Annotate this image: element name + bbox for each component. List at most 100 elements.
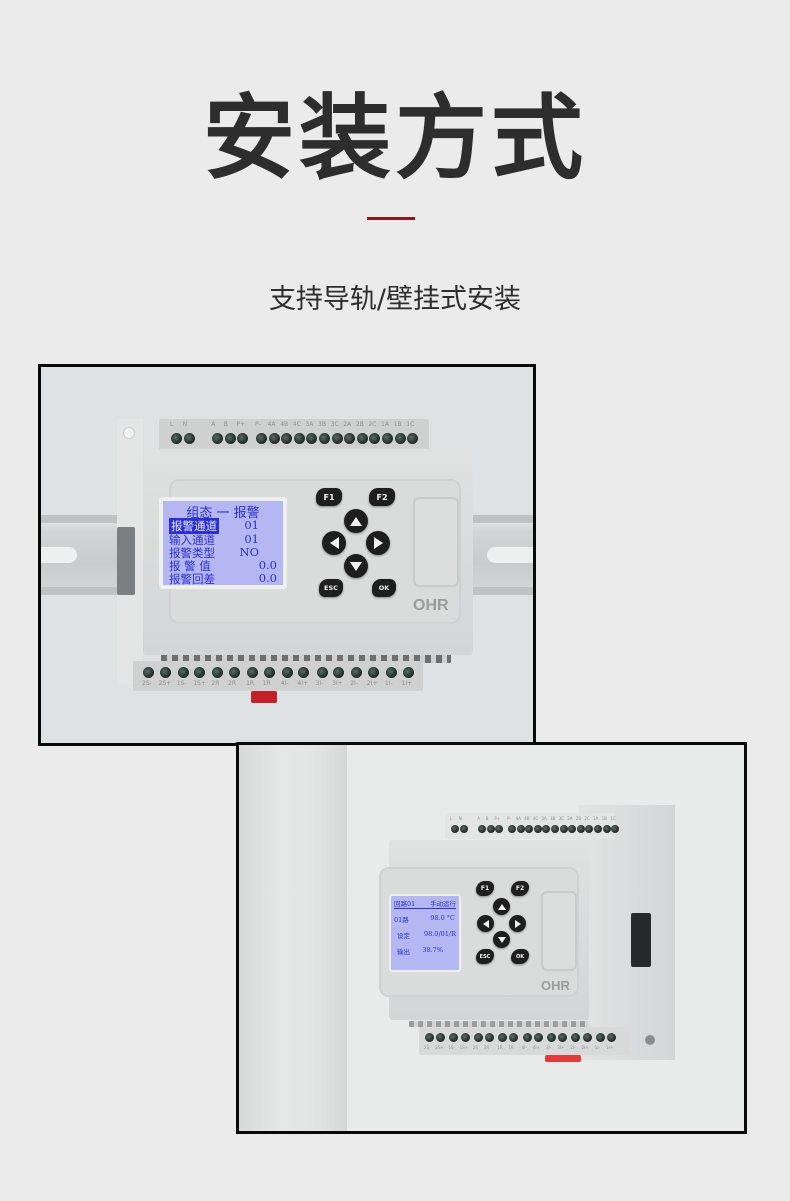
terminal-screw bbox=[306, 433, 318, 444]
din-latch bbox=[251, 691, 277, 703]
terminal-label: 2R bbox=[211, 680, 220, 687]
terminal-label: 2S- bbox=[424, 1045, 431, 1050]
terminal-screw bbox=[533, 1033, 543, 1042]
terminal-screw bbox=[495, 825, 504, 833]
terminal-label: 2S+ bbox=[158, 680, 172, 687]
lcd-row-label: 报警通道 bbox=[169, 518, 219, 534]
terminal-screw bbox=[212, 433, 224, 444]
terminal-label: 3C bbox=[558, 816, 564, 821]
terminal-label: 3I- bbox=[315, 680, 324, 687]
terminal-screw bbox=[436, 1033, 446, 1042]
terminal-screw bbox=[333, 667, 345, 678]
terminal-screw bbox=[582, 1033, 592, 1042]
lcd-row-label: 输入通道 bbox=[169, 533, 215, 547]
terminal-label: 2C bbox=[368, 421, 377, 428]
lcd-row-label: 输出 bbox=[397, 948, 410, 956]
ok-button[interactable]: OK bbox=[511, 949, 529, 964]
terminal-label: 1C bbox=[406, 421, 415, 428]
terminal-screw bbox=[558, 1033, 568, 1042]
terminal-label: 1I- bbox=[594, 1045, 600, 1050]
down-arrow-button[interactable] bbox=[344, 554, 368, 578]
terminal-label: 1R bbox=[497, 1045, 503, 1050]
arrow-right-icon bbox=[373, 537, 383, 549]
left-arrow-button[interactable] bbox=[477, 915, 494, 932]
down-arrow-button[interactable] bbox=[493, 931, 510, 948]
f2-button[interactable]: F2 bbox=[369, 488, 395, 506]
terminal-label: 2R bbox=[228, 680, 236, 687]
lcd-row-label: 01路 bbox=[394, 916, 409, 924]
terminal-screw bbox=[177, 667, 189, 678]
lcd-row-value: 01 bbox=[244, 518, 259, 532]
terminal-label: 4I- bbox=[521, 1045, 527, 1050]
terminal-label: P+ bbox=[494, 816, 501, 821]
terminal-screw bbox=[473, 1033, 483, 1042]
up-arrow-button[interactable] bbox=[344, 509, 368, 533]
ok-button[interactable]: OK bbox=[372, 579, 396, 597]
f2-button[interactable]: F2 bbox=[511, 881, 529, 896]
terminal-label: 2B bbox=[575, 816, 582, 821]
terminal-screw bbox=[485, 1033, 494, 1042]
terminal-screw bbox=[595, 1033, 605, 1042]
title-divider bbox=[367, 217, 415, 220]
brand-logo: OHR bbox=[541, 978, 570, 993]
terminal-screw bbox=[159, 667, 171, 678]
up-arrow-button[interactable] bbox=[493, 898, 510, 915]
terminal-screw bbox=[407, 433, 419, 444]
terminal-label: 1S+ bbox=[459, 1045, 469, 1050]
terminal-label: 2B bbox=[355, 421, 364, 428]
terminal-screw bbox=[568, 825, 577, 833]
terminal-label: L bbox=[170, 421, 174, 428]
brand-logo: OHR bbox=[413, 597, 449, 614]
lcd-row-value: 98.0 °C bbox=[430, 914, 455, 922]
terminal-label: 2C bbox=[584, 816, 590, 821]
lcd-row-value: 0.0 bbox=[258, 558, 277, 572]
terminal-label: 1I- bbox=[384, 680, 393, 687]
lcd-row-value: 0.0 bbox=[258, 571, 277, 585]
esc-button[interactable]: ESC bbox=[319, 579, 343, 597]
arrow-up-icon bbox=[350, 516, 362, 526]
terminal-label: 1A bbox=[381, 421, 389, 428]
right-arrow-button[interactable] bbox=[509, 915, 526, 932]
terminal-screw bbox=[533, 825, 542, 833]
terminal-label: 4I+ bbox=[532, 1045, 540, 1050]
terminal-screw bbox=[224, 433, 236, 444]
terminal-screw bbox=[298, 667, 310, 678]
terminal-label: 2S- bbox=[142, 680, 152, 687]
terminal-screw bbox=[319, 433, 330, 444]
terminal-label: 1C bbox=[610, 816, 616, 821]
terminal-screw bbox=[508, 825, 516, 833]
terminal-label: 4A bbox=[267, 421, 276, 428]
terminal-label: 4I+ bbox=[297, 680, 309, 687]
terminal-screw bbox=[369, 433, 381, 444]
lcd-title: 组态 一 报警 bbox=[186, 506, 260, 521]
terminal-screw bbox=[607, 1033, 616, 1042]
terminal-screw bbox=[281, 433, 293, 444]
terminal-label: 2A bbox=[343, 421, 352, 428]
terminal-screw bbox=[425, 1033, 434, 1042]
din-latch bbox=[545, 1055, 581, 1062]
terminal-label: 3A bbox=[541, 816, 547, 821]
right-arrow-button[interactable] bbox=[366, 531, 390, 555]
left-arrow-button[interactable] bbox=[322, 531, 346, 555]
terminal-screw bbox=[509, 1033, 519, 1042]
terminal-screw bbox=[382, 433, 393, 444]
arrow-down-icon bbox=[497, 936, 506, 943]
terminal-screw bbox=[571, 1033, 581, 1042]
f1-button[interactable]: F1 bbox=[476, 881, 494, 896]
lcd-header-left: 回路01 bbox=[394, 900, 416, 908]
lcd-row-value: 38.7% bbox=[422, 946, 443, 954]
terminal-screw bbox=[316, 667, 328, 678]
terminal-screw bbox=[247, 667, 259, 678]
terminal-screw bbox=[194, 667, 206, 678]
f1-button[interactable]: F1 bbox=[316, 488, 342, 506]
esc-button[interactable]: ESC bbox=[476, 949, 494, 964]
lcd-row-value: 01 bbox=[244, 532, 259, 546]
terminal-screw bbox=[293, 433, 305, 444]
terminal-label: 2R bbox=[484, 1045, 490, 1050]
terminal-label: 2I+ bbox=[581, 1045, 589, 1050]
terminal-label: 3I+ bbox=[557, 1045, 565, 1050]
